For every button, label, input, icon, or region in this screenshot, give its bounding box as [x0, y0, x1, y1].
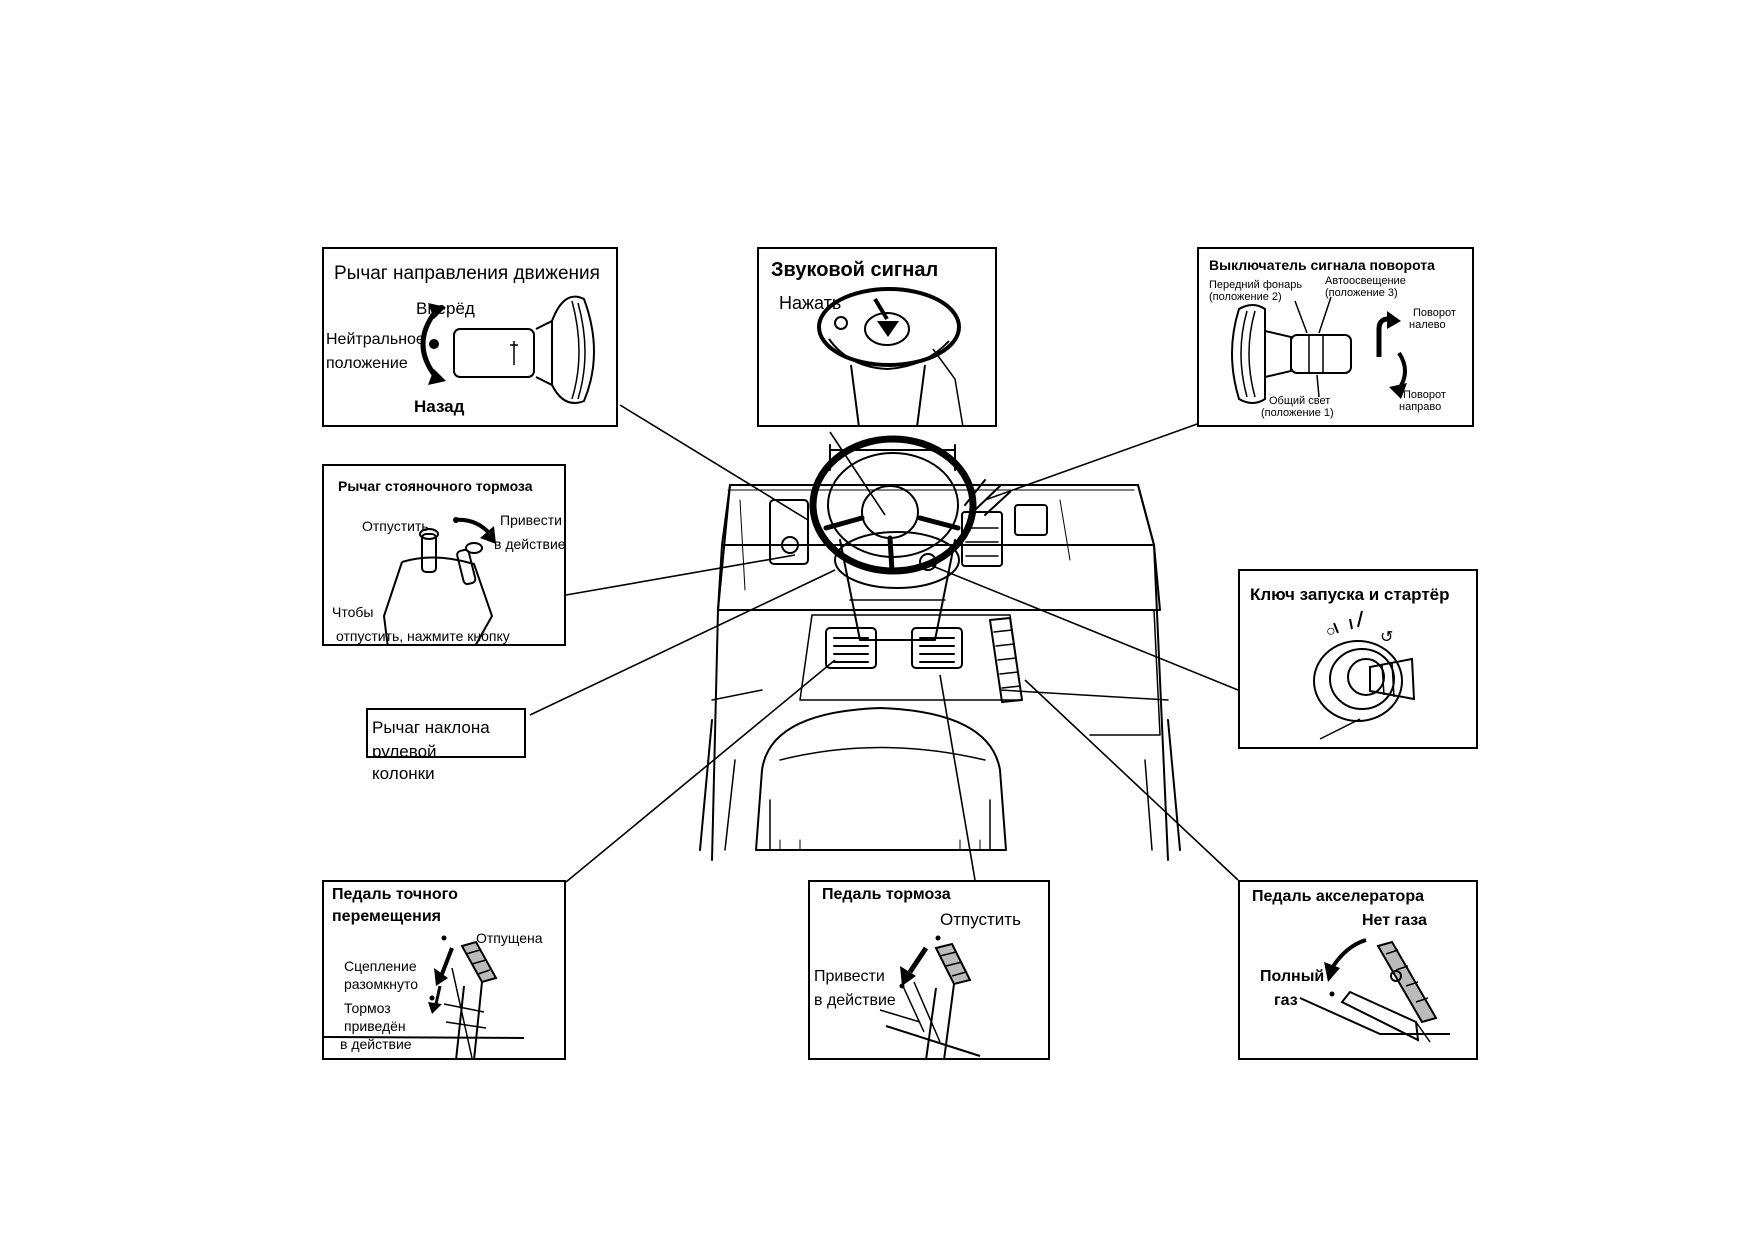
accelerator-illustration: [1299, 938, 1450, 1043]
tilt-lever-label-2: рулевой: [372, 742, 437, 758]
brake-pedal-title: Педаль тормоза: [822, 886, 951, 903]
pedal-drawing-brake: [911, 627, 963, 669]
general-light-label-1: Общий свет: [1269, 395, 1331, 407]
key-start-position-icon: ↺: [1380, 629, 1394, 646]
brake-apply-label-2: в действие: [814, 992, 896, 1009]
direction-lever-title: Рычаг направления движения: [334, 263, 600, 284]
parking-hint-label-1: Чтобы: [332, 604, 374, 620]
inching-released-label: Отпущена: [476, 930, 543, 946]
accelerator-no-gas-label: Нет газа: [1362, 912, 1427, 929]
tilt-lever-callout: Рычаг наклона рулевой: [366, 708, 526, 758]
leader-accelerator: [1024, 679, 1239, 881]
leader-horn: [829, 431, 886, 516]
accelerator-full-label-1: Полный: [1260, 968, 1325, 985]
inching-pedal-illustration: [324, 935, 525, 1058]
direction-neutral-label-1: Нейтральное: [326, 331, 425, 348]
parking-apply-label-1: Привести: [500, 512, 562, 528]
parking-release-label: Отпустить: [362, 518, 429, 534]
leader-turn-signal: [984, 422, 1201, 501]
brake-apply-label-1: Привести: [814, 968, 885, 985]
auto-light-label-2: (положение 3): [1325, 287, 1398, 299]
general-light-label-2: (положение 1): [1261, 407, 1334, 419]
tilt-lever-label-1: Рычаг наклона: [372, 718, 490, 737]
inching-brake-label-3: в действие: [340, 1036, 412, 1052]
turn-signal-callout: Выключатель сигнала поворота Передний фо…: [1197, 247, 1474, 427]
auto-light-label-1: Автоосвещение: [1325, 275, 1406, 287]
leader-ignition: [929, 564, 1239, 691]
direction-neutral-label-2: положение: [326, 355, 408, 372]
turn-signal-title: Выключатель сигнала поворота: [1209, 257, 1435, 273]
direction-lever-callout: Рычаг направления движения Вперёд Нейтра…: [322, 247, 618, 427]
inching-pedal-title-1: Педаль точного: [332, 886, 458, 903]
head-lamp-label-2: (положение 2): [1209, 291, 1282, 303]
direction-lever-illustration: [420, 295, 595, 404]
inching-pedal-title-2: перемещения: [332, 908, 441, 925]
inching-pedal-callout: Педаль точного перемещения Отпущена Сцеп…: [322, 880, 566, 1060]
leader-parking-brake: [565, 554, 796, 596]
accelerator-title: Педаль акселератора: [1252, 888, 1424, 905]
accelerator-full-label-2: газ: [1274, 992, 1298, 1009]
inching-clutch-label-2: разомкнуто: [344, 976, 418, 992]
horn-action-label: Нажать: [779, 293, 842, 313]
parking-hint-label-2: отпустить, нажмите кнопку: [336, 628, 510, 644]
key-off-position-icon: ○: [1326, 623, 1336, 640]
inching-clutch-label-1: Сцепление: [344, 958, 417, 974]
pedal-drawing-left: [825, 627, 877, 669]
parking-brake-illustration: [382, 517, 496, 644]
horn-illustration: [817, 287, 964, 425]
pedal-drawing-accelerator: [989, 617, 1023, 703]
horn-callout: Звуковой сигнал Нажать: [757, 247, 997, 427]
direction-reverse-label: Назад: [414, 397, 465, 416]
leader-lines: [529, 404, 1239, 883]
brake-pedal-illustration: [879, 935, 981, 1058]
ignition-callout: Ключ запуска и стартёр ○ ↺: [1238, 569, 1478, 749]
turn-left-label-2: налево: [1409, 319, 1446, 331]
head-lamp-label-1: Передний фонарь: [1209, 279, 1303, 291]
turn-right-label-1: Поворот: [1403, 389, 1446, 401]
horn-title: Звуковой сигнал: [771, 259, 939, 281]
parking-brake-title: Рычаг стояночного тормоза: [338, 478, 533, 494]
ignition-title: Ключ запуска и стартёр: [1250, 585, 1450, 604]
inching-brake-label-2: приведён: [344, 1018, 406, 1034]
parking-apply-label-2: в действие: [494, 536, 566, 552]
inching-brake-label-1: Тормоз: [344, 1000, 391, 1016]
direction-forward-label: Вперёд: [416, 299, 475, 318]
tilt-lever-label-3: колонки: [372, 764, 435, 783]
turn-right-label-2: направо: [1399, 401, 1442, 413]
turn-signal-illustration: [1231, 296, 1407, 404]
accelerator-callout: Педаль акселератора Нет газа Полный газ: [1238, 880, 1478, 1060]
leader-brake-pedal: [939, 674, 976, 881]
leader-direction-lever: [619, 404, 809, 521]
brake-release-label: Отпустить: [940, 910, 1021, 929]
leader-inching-pedal: [565, 659, 836, 883]
parking-brake-callout: Рычаг стояночного тормоза Отпустить Прив…: [322, 464, 566, 646]
brake-pedal-callout: Педаль тормоза Отпустить Привести в дейс…: [808, 880, 1050, 1060]
leader-tilt-lever: [529, 569, 836, 716]
turn-left-label-1: Поворот: [1413, 307, 1456, 319]
ignition-illustration: [1313, 610, 1416, 740]
